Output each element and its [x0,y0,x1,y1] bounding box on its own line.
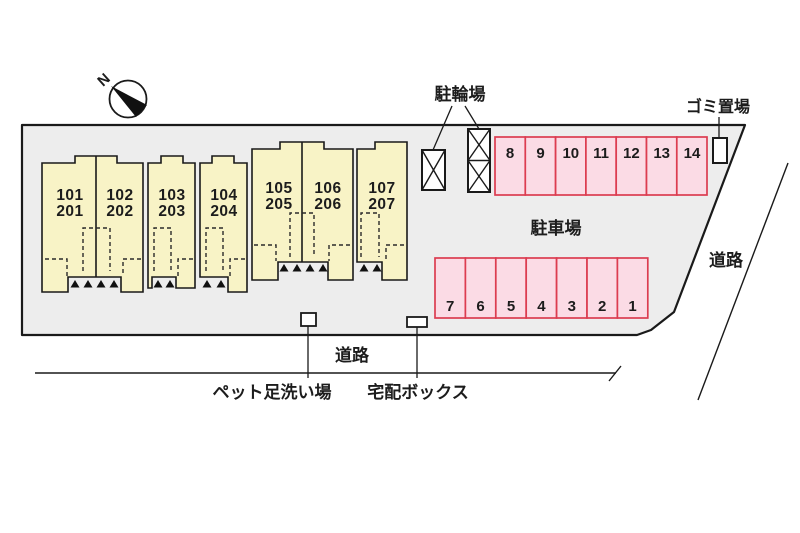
stall-number: 2 [598,298,606,315]
pet-foot-wash-label: ペット足洗い場 [213,382,332,402]
parking-stall [675,136,708,196]
parking-stall [616,257,649,319]
porch-dashed-outline [205,227,224,271]
building-outline [41,155,144,293]
porch-dashed-outline [254,244,277,261]
building-block-103 [147,155,196,289]
building-outline [199,155,248,293]
parking-stall [615,136,648,196]
road-right: 道路 [697,162,789,401]
delivery-box: 宅配ボックス [367,316,469,402]
stall-number: 8 [506,145,514,162]
leader-line [432,105,453,151]
building-block-107 [356,141,408,281]
porch-dashed-outline [153,227,172,271]
porch-dashed-outline [360,212,380,257]
road-right-label: 道路 [709,250,744,270]
parking-row-top: 8 9 10 11 12 13 14 [494,136,708,196]
parking-stall [645,136,678,196]
delivery-box-icon [406,316,428,328]
parking-lot-label: 駐車場 [531,218,582,238]
porch-dashed-outline [328,244,350,261]
stall-number: 13 [653,145,670,162]
parking-stall [494,136,527,196]
bicycle-parking: 駐輪場 [421,84,491,193]
stall-number: 11 [593,145,609,162]
porch-dashed-outline [45,258,68,276]
parking-stall [554,136,587,196]
porch-dashed-outline [177,258,193,276]
entrance-arrow-markers [70,264,382,288]
porch-dashed-outline [385,244,404,261]
road-bottom-label: 道路 [335,345,370,365]
porch-dashed-outline [82,227,111,271]
parking-stall [555,257,588,319]
building-block-105-106 [251,141,354,281]
stall-number: 3 [568,298,576,315]
delivery-box-label: 宅配ボックス [367,382,469,402]
parking-stall [434,257,467,319]
stall-number: 5 [507,298,515,315]
porch-dashed-outline [229,258,245,276]
stall-number: 10 [562,145,579,162]
building-block-104 [199,155,248,293]
porch-dashed-outline [122,258,141,276]
garbage-area-label: ゴミ置場 [686,97,750,116]
bicycle-parking-label: 駐輪場 [435,84,486,104]
north-arrow-icon: N [94,70,148,119]
porch-dashed-outline [289,212,315,257]
road-bottom-end-tick [608,365,622,382]
building-block-101-102 [41,155,144,293]
garbage-box-icon [712,137,728,164]
parking-stall [525,257,558,319]
building-outline [147,155,196,289]
road-bottom: 道路 [35,345,622,382]
pet-foot-wash: ペット足洗い場 [213,312,332,402]
road-right-edge-line [697,162,789,401]
stall-number: 4 [537,298,546,315]
bicycle-rack-icon [421,149,446,191]
north-label: N [94,70,113,90]
leader-line [464,105,480,130]
garbage-area: ゴミ置場 [686,97,750,164]
stall-number: 7 [446,298,454,315]
stall-number: 6 [476,298,484,315]
stall-number: 12 [623,145,640,162]
bicycle-rack-icon [467,128,491,193]
pet-foot-wash-icon [300,312,317,327]
stall-number: 14 [684,145,701,162]
parking-row-bottom: 7 6 5 4 3 2 1 [434,257,649,319]
parking-stall [586,257,619,319]
stall-number: 9 [536,145,544,162]
parking-stall [464,257,497,319]
stall-number: 1 [628,298,636,315]
